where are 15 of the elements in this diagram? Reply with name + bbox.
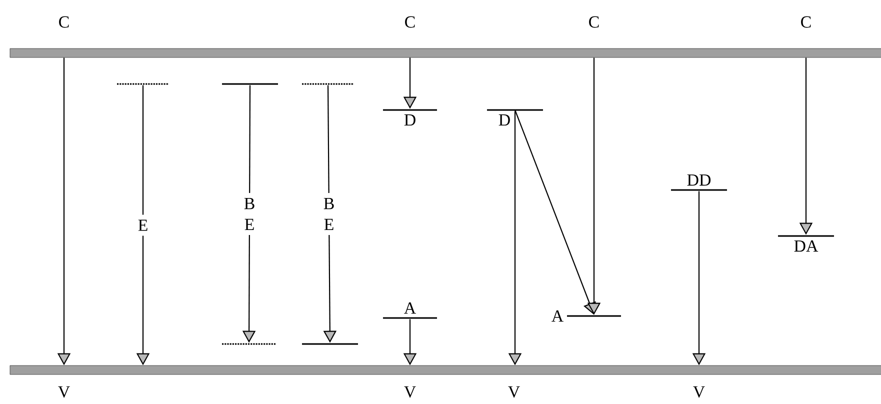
energy-level: D (487, 109, 543, 126)
energy-level: DA (778, 235, 834, 252)
band-label: C (589, 16, 599, 28)
edge-label: B E (238, 193, 262, 235)
band-label: C (405, 16, 415, 28)
band-label: C (59, 16, 69, 28)
energy-level: D (383, 109, 437, 126)
band-label: C (801, 16, 811, 28)
energy-level: A (552, 310, 621, 322)
band-bar (10, 48, 881, 58)
edge-label: B E (317, 193, 341, 235)
edge-label: E (131, 214, 155, 236)
band-bar (10, 365, 881, 375)
energy-level: A (383, 302, 437, 319)
energy-level: DD (671, 174, 727, 191)
